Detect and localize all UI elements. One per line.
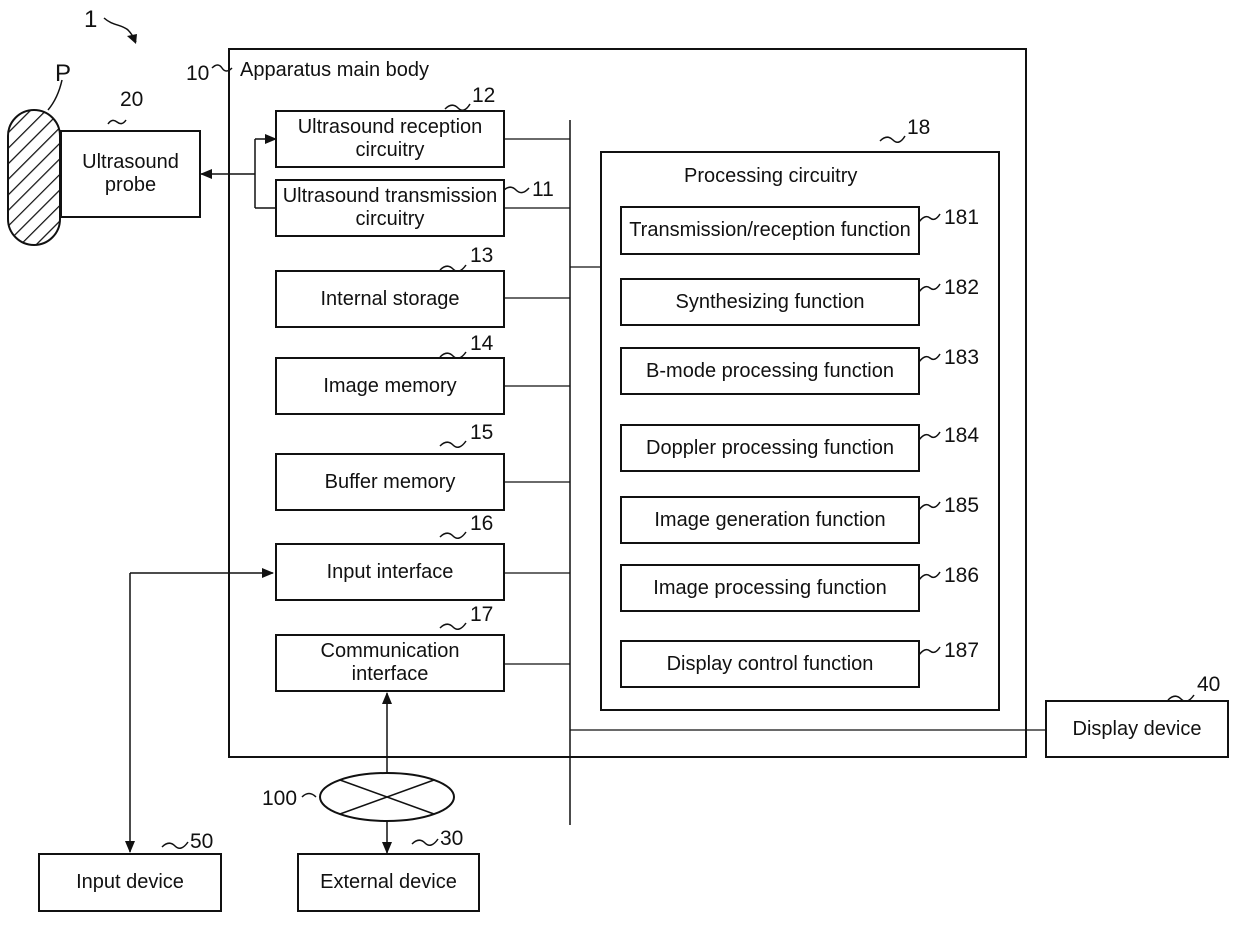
communication-interface-label: Communication interface <box>321 640 460 686</box>
function-doppler-processing: Doppler processing function <box>620 424 920 472</box>
image-memory-label: Image memory <box>323 375 456 398</box>
ultrasound-reception-label: Ultrasound reception circuitry <box>298 116 483 162</box>
internal-storage: Internal storage <box>275 270 505 328</box>
function-display-control: Display control function <box>620 640 920 688</box>
main-body-ref: 10 <box>186 62 209 86</box>
ultrasound-probe: Ultrasound probe <box>60 130 201 218</box>
input-interface-label: Input interface <box>327 561 454 584</box>
input-interface: Input interface <box>275 543 505 601</box>
function-display-control-label: Display control function <box>667 653 874 676</box>
external-device-label: External device <box>320 871 457 894</box>
internal-storage-label: Internal storage <box>321 288 460 311</box>
input-device: Input device <box>38 853 222 912</box>
patient-ref: P <box>55 60 71 88</box>
function-synthesizing-label: Synthesizing function <box>675 291 864 314</box>
function-image-generation: Image generation function <box>620 496 920 544</box>
function-b-mode-processing-label: B-mode processing function <box>646 360 894 383</box>
display-device-label: Display device <box>1073 718 1202 741</box>
function-synthesizing: Synthesizing function <box>620 278 920 326</box>
ultrasound-reception-circuitry: Ultrasound reception circuitry <box>275 110 505 168</box>
external-device-ref: 30 <box>440 827 463 851</box>
function-image-processing: Image processing function <box>620 564 920 612</box>
buffer-memory: Buffer memory <box>275 453 505 511</box>
input-device-label: Input device <box>76 871 184 894</box>
system-ref: 1 <box>84 6 97 34</box>
external-device: External device <box>297 853 480 912</box>
function-transmission-reception: Transmission/reception function <box>620 206 920 255</box>
function-transmission-reception-label: Transmission/reception function <box>629 219 911 242</box>
function-b-mode-processing: B-mode processing function <box>620 347 920 395</box>
function-doppler-processing-label: Doppler processing function <box>646 437 894 460</box>
ultrasound-probe-label: Ultrasound probe <box>82 151 179 197</box>
input-device-ref: 50 <box>190 830 213 854</box>
probe-ref: 20 <box>120 88 143 112</box>
communication-interface: Communication interface <box>275 634 505 692</box>
buffer-memory-label: Buffer memory <box>325 471 456 494</box>
network-ref: 100 <box>262 787 297 811</box>
ultrasound-transmission-label: Ultrasound transmission circuitry <box>283 185 498 231</box>
display-device: Display device <box>1045 700 1229 758</box>
display-device-ref: 40 <box>1197 673 1220 697</box>
patient-shape <box>8 110 60 245</box>
image-memory: Image memory <box>275 357 505 415</box>
ultrasound-transmission-circuitry: Ultrasound transmission circuitry <box>275 179 505 237</box>
function-image-processing-label: Image processing function <box>653 577 886 600</box>
function-image-generation-label: Image generation function <box>654 509 885 532</box>
apparatus-main-body-label: Apparatus main body <box>240 59 429 82</box>
processing-circuitry-label: Processing circuitry <box>684 165 857 188</box>
